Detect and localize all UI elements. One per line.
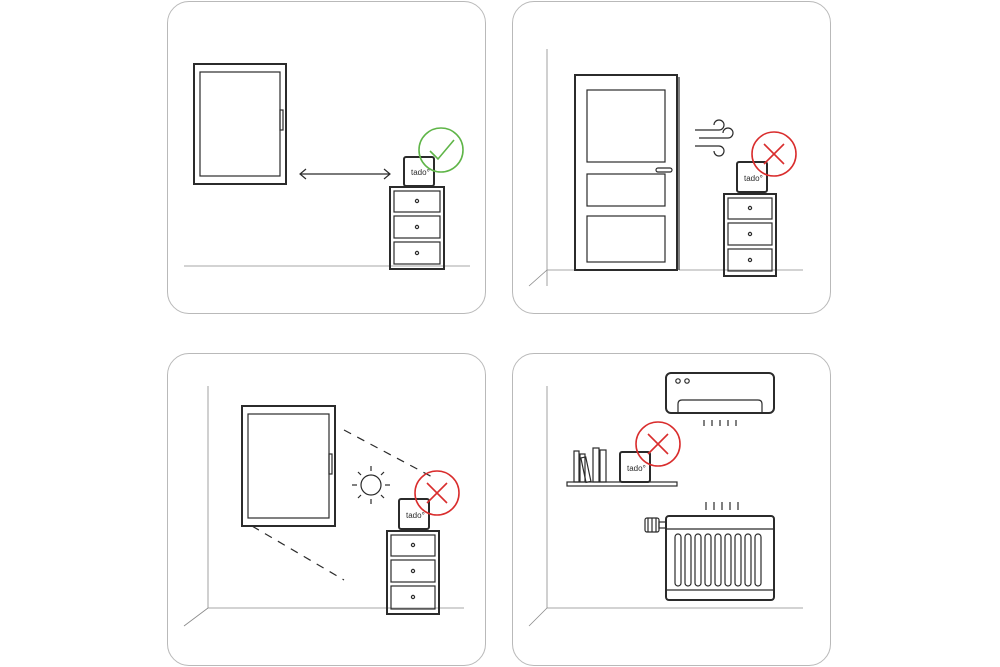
heat-waves-icon (705, 502, 739, 510)
sun-icon (352, 466, 390, 504)
window (193, 63, 287, 185)
check-icon (418, 127, 464, 173)
panel-near-door-draught: tado° (512, 1, 831, 314)
chest-of-drawers (723, 193, 777, 277)
device-brand-label: tado° (411, 168, 430, 177)
cross-icon (751, 131, 797, 177)
thermostat-device: tado° (619, 451, 651, 483)
device-brand-label: tado° (627, 464, 646, 473)
panel-1-illustration: tado° (184, 63, 470, 270)
thermostat-device: tado° (398, 498, 430, 530)
distance-arrow-icon (299, 168, 391, 180)
thermostat-device: tado° (736, 161, 768, 193)
cross-icon (635, 421, 681, 467)
device-brand-label: tado° (406, 511, 425, 520)
device-brand-label: tado° (744, 174, 763, 183)
air-conditioner-unit (665, 372, 775, 426)
window (241, 405, 336, 527)
radiator (665, 515, 775, 601)
wall-shelf (566, 447, 678, 487)
door (574, 74, 680, 271)
panel-correct-placement: tado° (167, 1, 486, 314)
chest-of-drawers (386, 530, 440, 615)
sunlight-beam (251, 429, 437, 581)
panel-2-illustration: tado° (528, 49, 803, 287)
radiator-valve (644, 517, 667, 533)
wind-draught-icon (695, 119, 734, 157)
thermostat-device: tado° (403, 156, 435, 187)
panel-4-illustration: tado° (528, 372, 803, 627)
panel-near-heat-sources: tado° (512, 353, 831, 666)
chest-of-drawers (389, 186, 445, 270)
panel-direct-sunlight: tado° (167, 353, 486, 666)
cross-icon (414, 470, 460, 516)
panel-3-illustration: tado° (183, 386, 464, 627)
